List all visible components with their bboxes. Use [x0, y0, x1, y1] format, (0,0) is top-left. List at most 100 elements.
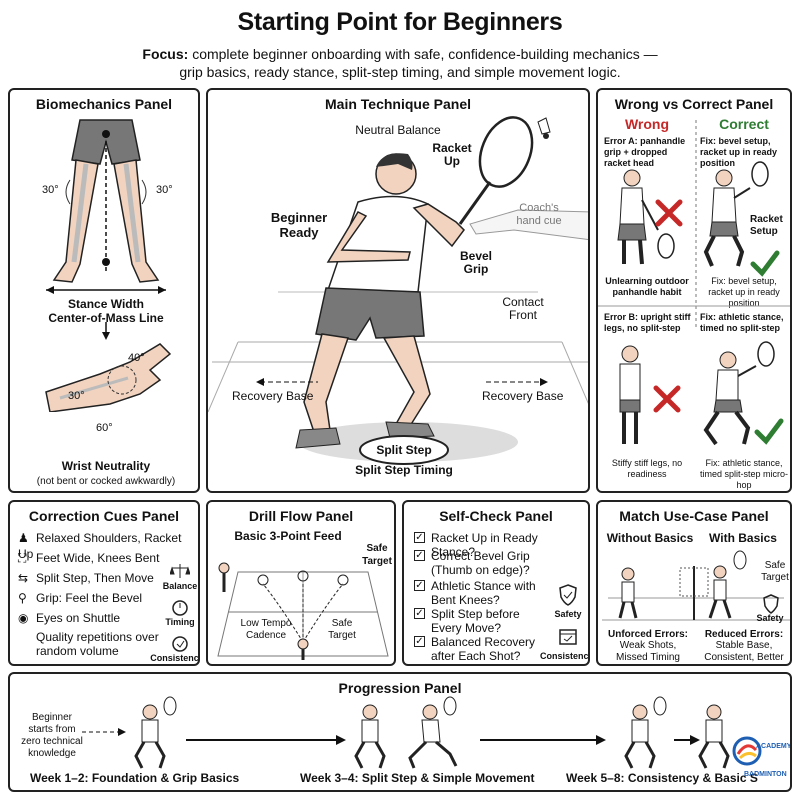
stiff-caption: Stiffy stiff legs, no readiness	[611, 458, 683, 479]
focus-subtitle: Focus: complete beginner onboarding with…	[40, 45, 760, 81]
checkbox-icon[interactable]: ✓	[414, 608, 425, 619]
checkbox-icon[interactable]: ✓	[414, 532, 425, 543]
wrong-a-figure	[617, 169, 675, 265]
biomechanics-title: Biomechanics Panel	[35, 96, 173, 112]
drill-flow-panel: Drill Flow Panel Basic 3-Point Feed Safe…	[206, 500, 396, 666]
wrist-angle-bottom: 60°	[96, 422, 113, 434]
check-item-label: Balanced Recovery after Each Shot?	[431, 635, 536, 663]
match-use-case-panel: Match Use-Case Panel Without Basics With…	[596, 500, 792, 666]
shield-icon	[559, 584, 577, 606]
player-figure-3	[624, 696, 730, 769]
player-figure-1	[134, 696, 177, 769]
fix-a-text: Fix: bevel setup, racket up in ready pos…	[700, 136, 778, 168]
wrong-b-figure	[619, 345, 641, 444]
with-basics-label: With Basics	[709, 531, 777, 545]
angle-left: 30°	[42, 184, 59, 196]
safe-target-top: Safe Target	[362, 543, 392, 567]
feet-icon: ⛶	[18, 551, 27, 565]
correct-label: Correct	[719, 116, 769, 132]
self-check-title: Self-Check Panel	[439, 508, 553, 524]
bevel-grip-label: Bevel Grip	[459, 249, 493, 276]
recovery-right-label: Recovery Base	[482, 389, 564, 403]
split-step-label: Split Step	[376, 443, 432, 457]
cue-label: Relaxed Shoulders, Racket Up	[18, 531, 182, 561]
cue-label: Feet Wide, Knees Bent	[36, 551, 160, 565]
error-b-text: Error B: upright stiff legs, no split-st…	[604, 312, 691, 333]
match-use-title: Match Use-Case Panel	[619, 508, 769, 524]
fix-b-text: Fix: athletic stance, timed no split-ste…	[700, 312, 784, 333]
week-1-label: Week 1–2: Foundation & Grip Basics	[30, 771, 240, 785]
low-tempo-label: Low Tempo Cadence	[240, 618, 292, 641]
error-a-text: Error A: panhandle grip + dropped racket…	[604, 136, 686, 168]
reduced-label: Reduced Errors:	[704, 629, 784, 640]
week-5-label: Week 5–8: Consistency & Basic S	[566, 771, 758, 785]
badge-timing: Timing	[165, 617, 195, 627]
main-technique-panel: Main Technique Panel	[206, 88, 590, 493]
badminton-logo-icon	[732, 736, 762, 766]
badge-consistency: Consistency	[540, 651, 590, 661]
eye-icon: ◉	[18, 611, 29, 625]
match-court	[602, 550, 790, 621]
unlearning-text: Unlearning outdoor panhandle habit	[605, 276, 689, 297]
wrist-note: (not bent or cocked awkwardly)	[36, 476, 176, 487]
safe-target-label: Safe Target	[761, 560, 789, 583]
section-separator	[598, 305, 790, 307]
reduced-detail: Stable Base, Consistent, Better Court Co…	[704, 640, 784, 663]
safe-target-label: Safe Target	[328, 618, 356, 641]
badge-safety: Safety	[756, 613, 784, 623]
wrist-angle-top: 40°	[128, 352, 145, 364]
biomechanics-panel: Biomechanics Panel 30° 30° Stance Width …	[8, 88, 200, 493]
correct-b-figure	[703, 341, 775, 446]
racket-setup-label: Racket Setup	[750, 214, 783, 237]
shield-icon	[763, 594, 779, 614]
feed-label: Basic 3-Point Feed	[234, 529, 342, 543]
player-figure-2	[354, 696, 458, 769]
progression-timeline	[82, 696, 730, 769]
coach-cue-label: Coach's hand cue	[516, 202, 562, 227]
wrong-label: Wrong	[624, 116, 670, 132]
main-technique-title: Main Technique Panel	[325, 96, 471, 112]
focus-text-2: grip basics, ready stance, split-step ti…	[179, 64, 621, 80]
divider-line	[695, 120, 697, 330]
checkbox-icon[interactable]: ✓	[414, 550, 425, 561]
wrist-angle-left: 30°	[68, 390, 85, 402]
cue-item: ⇆Split Step, Then Move	[18, 570, 154, 586]
correction-cues-panel: Correction Cues Panel ♟Relaxed Shoulders…	[8, 500, 200, 666]
person-icon: ♟	[18, 531, 29, 545]
check-mark-icon	[754, 418, 784, 445]
stance-width-label: Stance Width	[68, 297, 144, 311]
correction-cues-title: Correction Cues Panel	[28, 508, 180, 524]
cue-item: ⚲Grip: Feel the Bevel	[18, 590, 142, 606]
check-item-label: Athletic Stance with Bent Knees?	[431, 579, 536, 607]
quality-note: Quality repetitions over random volume	[36, 630, 159, 658]
check-item-label: Racket Up in Ready Stance?	[431, 531, 538, 559]
angle-right: 30°	[156, 184, 173, 196]
unforced-label: Unforced Errors:	[607, 629, 688, 640]
progression-panel: Progression Panel Beginner starts from z…	[8, 672, 792, 792]
neutral-balance-label: Neutral Balance	[355, 123, 441, 137]
progression-title: Progression Panel	[338, 680, 462, 696]
racket-up-label: Racket Up	[432, 141, 472, 168]
wrist-title: Wrist Neutrality	[61, 459, 151, 473]
without-basics-label: Without Basics	[606, 531, 694, 545]
x-mark-icon	[655, 199, 683, 227]
logo-line-2: BADMINTON	[744, 771, 787, 778]
legs-illustration	[45, 119, 172, 412]
badge-consistency: Consistency	[150, 653, 200, 663]
cue-item: ◉Eyes on Shuttle	[18, 610, 120, 626]
com-line-label: Center-of-Mass Line	[48, 311, 164, 325]
check-item-label: Correct Bevel Grip (Thumb on edge)?	[431, 549, 530, 577]
focus-label: Focus:	[142, 46, 189, 62]
cue-item: ♟Relaxed Shoulders, Racket Up	[18, 530, 198, 561]
checkbox-icon[interactable]: ✓	[414, 580, 425, 591]
check-item-label: Split Step before Every Move?	[431, 607, 520, 635]
consistency-icon	[172, 636, 188, 652]
wrong-vs-correct-title: Wrong vs Correct Panel	[614, 96, 774, 112]
checkbox-icon[interactable]: ✓	[414, 636, 425, 647]
check-mark-icon	[750, 250, 780, 277]
self-check-panel: Self-Check Panel ✓ Racket Up in Ready Sta…	[402, 500, 590, 666]
stopwatch-icon	[172, 600, 188, 616]
correct-a-figure	[703, 161, 769, 267]
page-title: Starting Point for Beginners	[237, 8, 563, 36]
logo-line-1: ACADEMY	[756, 743, 792, 750]
